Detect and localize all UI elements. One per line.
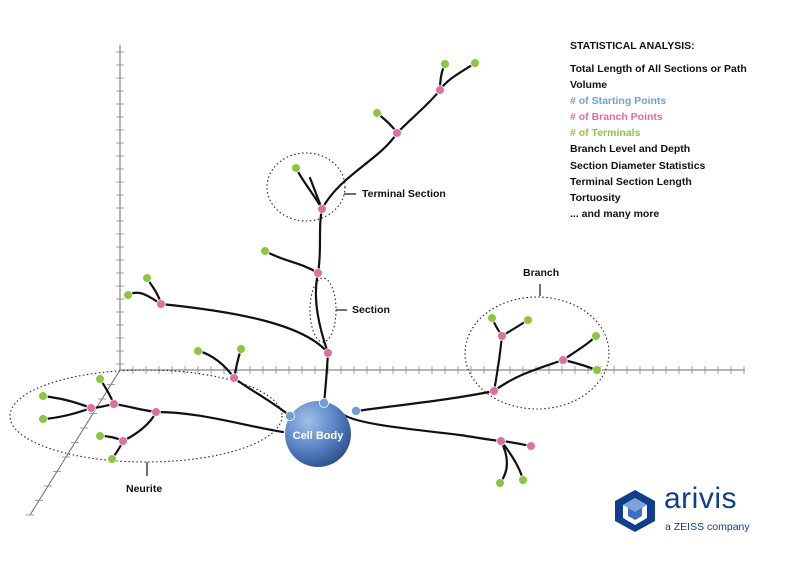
branch-point bbox=[496, 436, 506, 446]
branch-point bbox=[435, 85, 445, 95]
logo-tagline: a ZEISS company bbox=[665, 521, 750, 533]
statistics-item: Total Length of All Sections or Path bbox=[570, 63, 747, 75]
soma-to-bp6 bbox=[232, 376, 292, 418]
left-to-bp7 bbox=[112, 402, 158, 414]
branch-point bbox=[151, 407, 161, 417]
terminal-point bbox=[487, 313, 497, 323]
terminal-point bbox=[518, 475, 528, 485]
terminal-point bbox=[142, 273, 152, 283]
starting-points bbox=[284, 397, 361, 421]
branch-point bbox=[313, 268, 323, 278]
cell-body-label: Cell Body bbox=[293, 430, 345, 442]
statistics-item: Terminal Section Length bbox=[570, 175, 692, 188]
terminal-point bbox=[193, 346, 203, 356]
leader-lines bbox=[146, 193, 541, 476]
branch-point bbox=[489, 386, 499, 396]
terminal-section-outline bbox=[266, 152, 346, 222]
branch-point bbox=[317, 204, 327, 214]
bp8-twig-a bbox=[41, 394, 93, 410]
cell-body bbox=[285, 401, 351, 467]
arivis-cube-icon bbox=[615, 490, 655, 532]
bp2-twig bbox=[263, 249, 320, 275]
terminals bbox=[38, 58, 602, 488]
branch-point bbox=[109, 399, 119, 409]
soma-to-lower bbox=[342, 413, 503, 443]
branch-point bbox=[118, 436, 128, 446]
arivis-logo: arivis a ZEISS company bbox=[612, 482, 762, 538]
statistics-panel: STATISTICAL ANALYSIS: Total Length of Al… bbox=[570, 40, 790, 222]
terminal-point bbox=[95, 374, 105, 384]
bp12-twig-a bbox=[561, 334, 598, 362]
terminal-point bbox=[592, 365, 602, 375]
terminal-point bbox=[372, 108, 382, 118]
branch-label: Branch bbox=[523, 267, 560, 279]
terminal-point bbox=[38, 391, 48, 401]
branch-point bbox=[558, 355, 568, 365]
terminal-point bbox=[440, 59, 450, 69]
trunk-to-bp5 bbox=[395, 88, 442, 135]
bp8-twig-b bbox=[41, 406, 93, 421]
terminal-point bbox=[470, 58, 480, 68]
bp12-twig-b bbox=[561, 358, 599, 372]
soma-to-left bbox=[154, 410, 285, 434]
branch-point bbox=[156, 299, 166, 309]
branch-point bbox=[392, 128, 402, 138]
terminal-point bbox=[260, 246, 270, 256]
bp10-to-bp12 bbox=[492, 358, 565, 393]
statistics-heading: STATISTICAL ANALYSIS: bbox=[570, 40, 695, 52]
neurite-outline bbox=[9, 369, 283, 463]
starting-point bbox=[350, 405, 361, 416]
statistics-item: # of Terminals bbox=[570, 127, 641, 140]
branch-point bbox=[526, 441, 536, 451]
branch-outline bbox=[464, 296, 610, 410]
section-label: Section bbox=[352, 304, 390, 316]
terminal-point bbox=[123, 290, 133, 300]
branch-point bbox=[86, 403, 96, 413]
starting-point bbox=[318, 397, 329, 408]
neurite-label: Neurite bbox=[126, 483, 163, 495]
trunk-to-bp4 bbox=[320, 131, 399, 211]
terminal-point bbox=[591, 331, 601, 341]
left-to-bp9 bbox=[121, 410, 158, 443]
terminal-point bbox=[495, 478, 505, 488]
branch-point bbox=[323, 348, 333, 358]
bp1-to-left-branch bbox=[159, 302, 330, 355]
statistics-item: Tortuosity bbox=[570, 191, 621, 204]
statistics-item: Volume bbox=[570, 79, 608, 92]
statistics-item: # of Starting Points bbox=[570, 95, 667, 108]
statistics-item: # of Branch Points bbox=[570, 111, 663, 124]
statistics-item: ... and many more bbox=[570, 207, 660, 220]
branch-point bbox=[229, 373, 239, 383]
statistics-item: Branch Level and Depth bbox=[570, 143, 691, 156]
trunk-to-bp1 bbox=[322, 351, 330, 405]
terminal-point bbox=[107, 454, 117, 464]
terminal-point bbox=[236, 344, 246, 354]
terminal-point bbox=[38, 414, 48, 424]
bp3-twig-a bbox=[294, 166, 324, 211]
section-outline bbox=[309, 277, 337, 343]
statistics-item: Section Diameter Statistics bbox=[570, 159, 706, 172]
branch-points bbox=[86, 85, 568, 451]
starting-point bbox=[284, 410, 295, 421]
terminal-section-label: Terminal Section bbox=[362, 188, 446, 200]
terminal-point bbox=[523, 315, 533, 325]
axis-ticks bbox=[26, 51, 745, 516]
branch-point bbox=[497, 331, 507, 341]
terminal-point bbox=[95, 431, 105, 441]
soma-to-right bbox=[354, 389, 496, 413]
logo-wordmark: arivis bbox=[664, 482, 738, 515]
bp10-up bbox=[492, 334, 504, 393]
terminal-point bbox=[291, 163, 301, 173]
